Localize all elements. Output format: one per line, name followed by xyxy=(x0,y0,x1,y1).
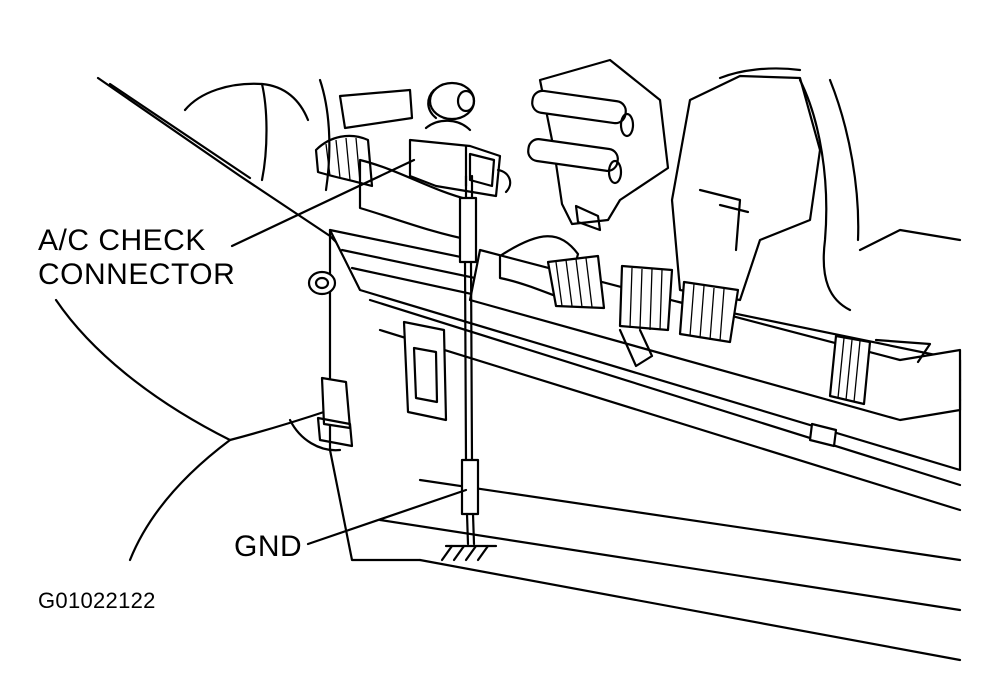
ac-check-label-line1: A/C CHECK xyxy=(38,224,206,257)
relay-block xyxy=(527,58,670,232)
bolt-head xyxy=(307,270,337,296)
cap-component xyxy=(427,81,476,121)
ac-check-label-line2: CONNECTOR xyxy=(38,258,236,291)
ac-connector-leader xyxy=(230,158,416,248)
leader-lines xyxy=(230,158,468,546)
gnd-label: GND xyxy=(234,530,303,563)
ground-symbol-icon xyxy=(440,544,498,562)
upper-right-bracket xyxy=(670,67,962,312)
ac-check-connector-label: A/C CHECK CONNECTOR xyxy=(38,224,235,292)
body-panel-outlines xyxy=(54,76,414,562)
panel-slots xyxy=(316,320,838,448)
jumper-wire xyxy=(458,174,480,546)
wiring-harness xyxy=(314,134,962,422)
gnd-leader xyxy=(306,488,468,546)
figure-id-label: G01022122 xyxy=(38,588,156,613)
